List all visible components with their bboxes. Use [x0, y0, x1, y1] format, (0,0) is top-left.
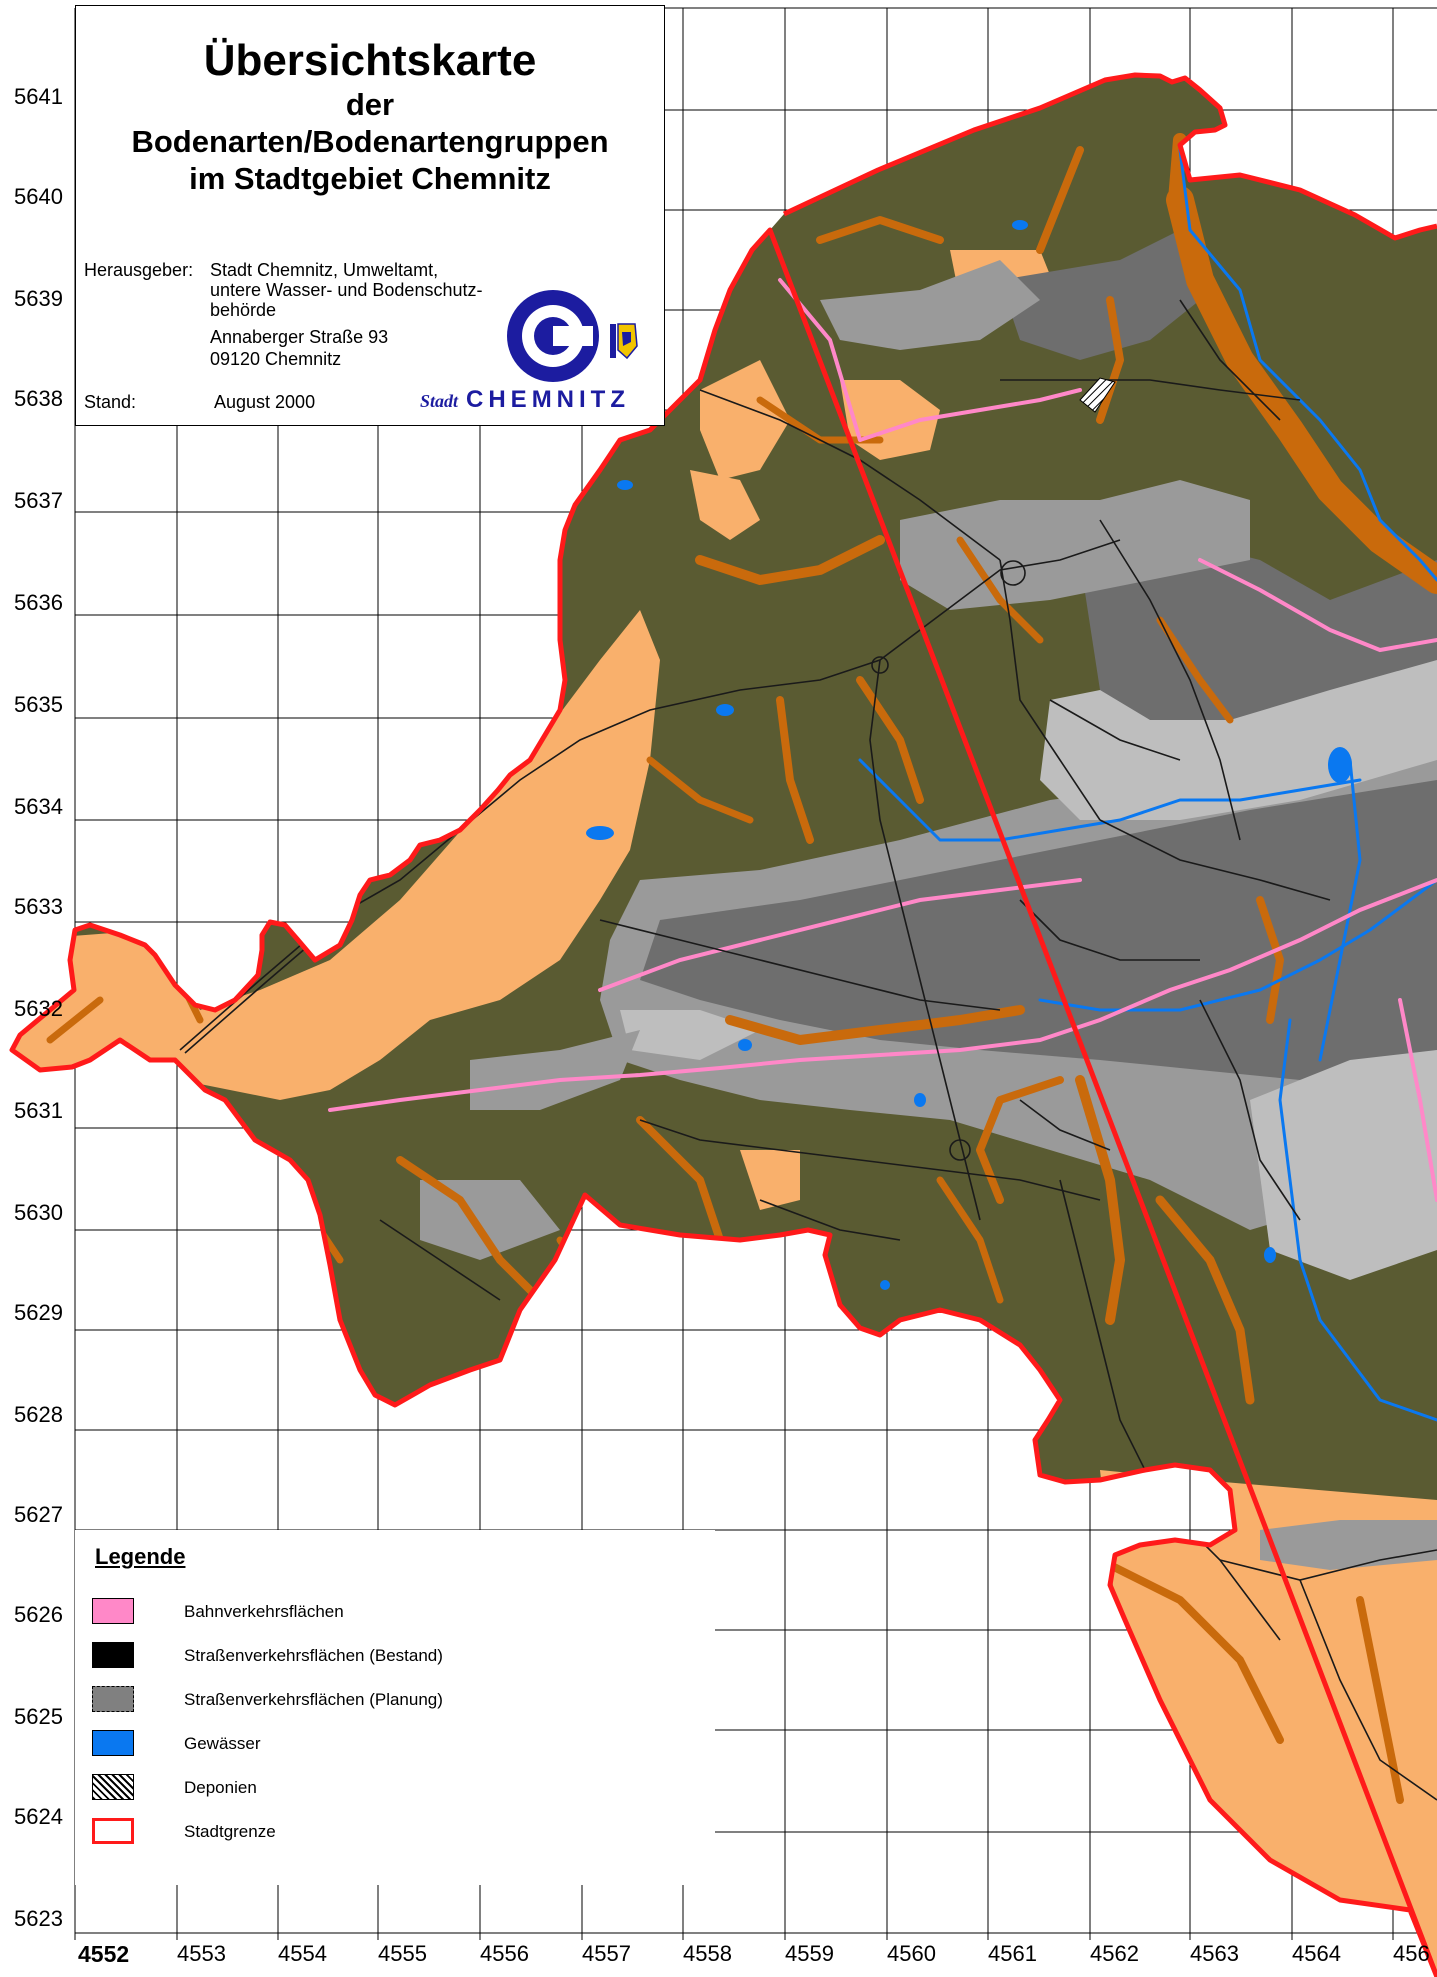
x-label-4555: 4555: [378, 1941, 427, 1966]
city-logo-text: Stadt CHEMNITZ: [420, 386, 630, 414]
water-features: [858, 148, 1437, 1422]
y-label-5630: 5630: [14, 1200, 63, 1225]
y-label-5639: 5639: [14, 286, 63, 311]
y-label-5632: 5632: [14, 996, 63, 1021]
publisher-line1: Stadt Chemnitz, Umweltamt,: [210, 260, 439, 280]
publisher-line3: behörde: [210, 300, 277, 320]
legend-label-road-planned: Straßenverkehrsflächen (Planung): [184, 1690, 443, 1709]
x-label-4560: 4560: [887, 1941, 936, 1966]
water-ponds: [586, 220, 1352, 1290]
x-label-4556: 4556: [480, 1941, 529, 1966]
y-label-5636: 5636: [14, 590, 63, 615]
y-label-5627: 5627: [14, 1502, 63, 1527]
legend-label-water: Gewässer: [184, 1734, 261, 1753]
city-logo-icon: [507, 290, 638, 382]
y-label-5638: 5638: [14, 386, 63, 411]
road-network: [179, 299, 1437, 1801]
publisher-postcode: 09120 Chemnitz: [210, 349, 342, 369]
legend-swatch-rail: [92, 1598, 134, 1624]
y-label-5626: 5626: [14, 1602, 63, 1627]
y-label-5641: 5641: [14, 84, 63, 109]
y-label-5628: 5628: [14, 1402, 63, 1427]
logo-stadt: Stadt: [420, 391, 459, 411]
y-label-5633: 5633: [14, 894, 63, 919]
publisher-box: Herausgeber: Stadt Chemnitz, Umweltamt, …: [75, 240, 665, 426]
map-subtitle-der: der: [345, 87, 395, 122]
y-label-5637: 5637: [14, 488, 63, 513]
landfill-area: [1079, 377, 1116, 413]
y-label-5625: 5625: [14, 1704, 63, 1729]
title-box: Übersichtskarte der Bodenarten/Bodenarte…: [75, 5, 665, 241]
publisher-address: Annaberger Straße 93: [210, 327, 389, 347]
y-label-5635: 5635: [14, 692, 63, 717]
x-label-456: 456: [1393, 1941, 1430, 1966]
logo-chemnitz: CHEMNITZ: [466, 386, 630, 413]
x-label-4559: 4559: [785, 1941, 834, 1966]
y-label-5631: 5631: [14, 1098, 63, 1123]
x-label-4561: 4561: [988, 1941, 1037, 1966]
legend-swatch-landfill: [92, 1774, 134, 1800]
x-label-4554: 4554: [278, 1941, 327, 1966]
publisher-label: Herausgeber:: [84, 260, 194, 280]
legend-swatch-boundary: [92, 1818, 134, 1844]
y-label-5624: 5624: [14, 1804, 63, 1829]
legend-label-rail: Bahnverkehrsflächen: [184, 1602, 344, 1621]
x-label-4553: 4553: [177, 1941, 226, 1966]
x-label-4562: 4562: [1090, 1941, 1139, 1966]
y-label-5623: 5623: [14, 1906, 63, 1931]
legend-box: Legende Bahnverkehrsflächen Straßenverke…: [75, 1530, 715, 1885]
map-subtitle-city: im Stadtgebiet Chemnitz: [189, 161, 551, 196]
legend-label-boundary: Stadtgrenze: [184, 1822, 276, 1841]
publisher-line2: untere Wasser- und Bodenschutz-: [210, 280, 483, 300]
x-label-4557: 4557: [582, 1941, 631, 1966]
x-label-4563: 4563: [1190, 1941, 1239, 1966]
stand-value: August 2000: [214, 392, 316, 412]
legend-label-road-existing: Straßenverkehrsflächen (Bestand): [184, 1646, 443, 1665]
x-label-4564: 4564: [1292, 1941, 1341, 1966]
highway-interchanges: [871, 560, 1026, 1161]
y-label-5640: 5640: [14, 184, 63, 209]
x-label-4552: 4552: [78, 1941, 130, 1967]
x-label-4558: 4558: [683, 1941, 732, 1966]
map-subtitle-soil: Bodenarten/Bodenartengruppen: [131, 124, 609, 159]
legend-swatch-road-planned: [92, 1686, 134, 1712]
map-title: Übersichtskarte: [203, 36, 537, 85]
legend-label-landfill: Deponien: [184, 1778, 257, 1797]
city-boundary: [9, 72, 1437, 1977]
legend-swatch-road-existing: [92, 1642, 134, 1668]
y-label-5634: 5634: [14, 794, 63, 819]
y-label-5629: 5629: [14, 1300, 63, 1325]
stand-label: Stand:: [84, 392, 137, 412]
legend-swatch-water: [92, 1730, 134, 1756]
legend-title: Legende: [95, 1544, 186, 1569]
